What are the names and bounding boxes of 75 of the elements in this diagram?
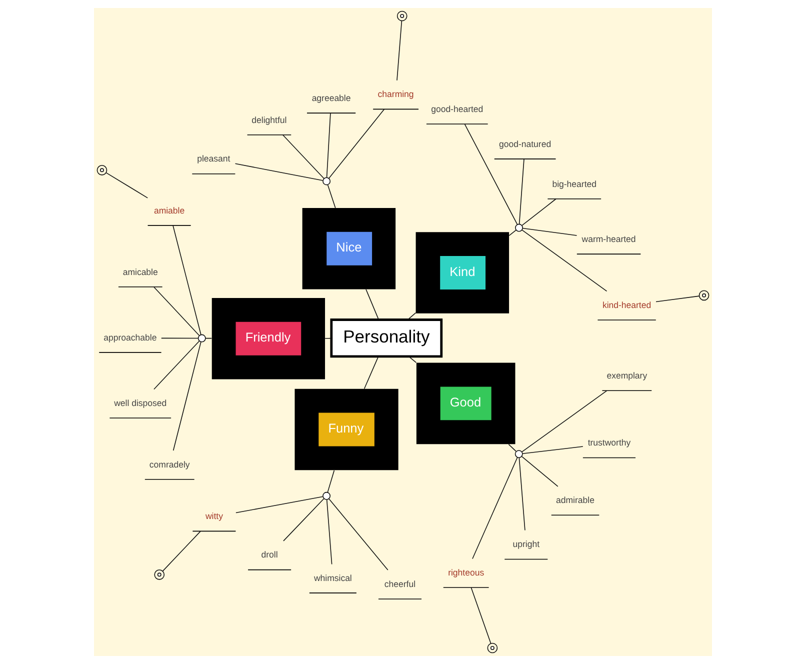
node-text: amiable (154, 205, 185, 216)
node-text: exemplary (606, 370, 648, 381)
connector (154, 340, 200, 390)
node-text: whimsical (314, 572, 352, 583)
connector (396, 20, 402, 81)
node-text: agreeable (312, 92, 351, 103)
connector (656, 296, 700, 302)
connector (522, 230, 608, 292)
connector (408, 356, 417, 363)
node-text: pleasant (197, 154, 230, 164)
connector (154, 286, 200, 336)
node-circle (396, 10, 408, 22)
node-text: kind-hearted (602, 300, 652, 310)
node-circle (514, 450, 523, 458)
connector (518, 457, 526, 531)
node-text: cheerful (384, 578, 416, 589)
connector (508, 230, 516, 236)
connector (364, 356, 379, 390)
connector (522, 228, 578, 236)
connector (162, 531, 201, 572)
connector (326, 112, 331, 178)
connector (326, 499, 332, 565)
connector (508, 444, 516, 452)
connector (106, 172, 148, 198)
node-text: warm-hearted (582, 234, 636, 244)
node-text: witty (205, 511, 223, 522)
node-text: trustworthy (588, 438, 631, 448)
node-box: Personality (330, 318, 443, 358)
node-circle (515, 224, 523, 232)
connector (518, 158, 524, 224)
node-circle (322, 177, 331, 186)
connector (472, 457, 518, 560)
node-text: charming (378, 89, 414, 100)
node-circle (487, 642, 498, 654)
node-box: Kind (416, 232, 510, 314)
node-circle (198, 334, 206, 342)
node-text: approachable (104, 332, 157, 342)
connector (327, 184, 336, 208)
node-text: admirable (556, 495, 594, 506)
node-box: Nice (302, 208, 396, 290)
node-circle (322, 492, 331, 500)
connector (328, 498, 388, 570)
node-text: droll (261, 550, 278, 560)
node-box: Good (416, 362, 516, 444)
connector (172, 342, 202, 451)
node-box: Funny (294, 388, 398, 470)
connector (160, 338, 198, 339)
connector (522, 390, 608, 452)
node-text: good-natured (499, 138, 552, 149)
connector (282, 134, 324, 180)
node-circle (96, 165, 108, 176)
node-text: well disposed (114, 398, 167, 408)
connector (366, 288, 380, 320)
node-text: upright (512, 539, 540, 550)
connector (522, 456, 558, 487)
connector (328, 109, 385, 179)
node-circle (698, 290, 710, 301)
connector (464, 124, 518, 225)
node-text: amicable (122, 266, 158, 277)
connector (236, 496, 324, 514)
node-text: good-hearted (431, 104, 484, 114)
node-text: big-hearted (552, 178, 597, 189)
connector (470, 587, 492, 644)
node-text: righteous (448, 567, 484, 578)
node-text: delightful (252, 114, 287, 125)
connector (327, 470, 335, 493)
connector (522, 198, 556, 226)
node-text: comradely (149, 459, 190, 470)
node-box: Friendly (212, 298, 326, 380)
node-circle (154, 569, 165, 580)
connector (172, 225, 202, 336)
connector (522, 446, 584, 454)
connector (234, 163, 324, 181)
connector (283, 498, 324, 542)
connector (407, 312, 416, 320)
